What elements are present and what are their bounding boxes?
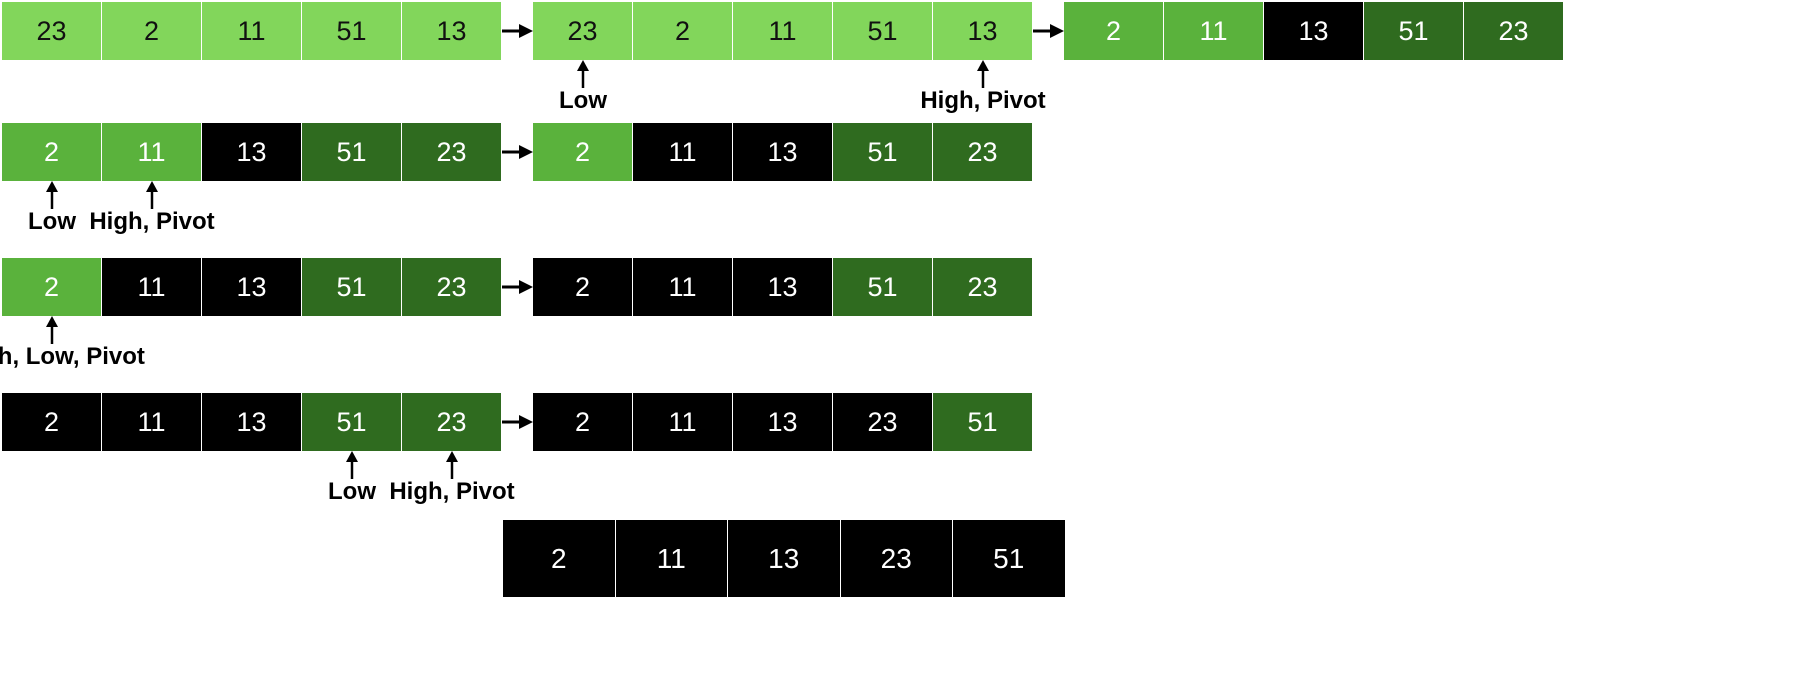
pointer-label: Low (559, 87, 607, 114)
pointer-arrow-icon (346, 451, 358, 479)
array-cell: 2 (2, 123, 102, 181)
pointer-arrow-icon (577, 60, 589, 88)
array-cell: 13 (402, 2, 502, 60)
array-cell: 13 (733, 258, 833, 316)
array-cell: 13 (728, 520, 841, 597)
pointer-arrow-icon (46, 316, 58, 344)
transition-arrow-icon (502, 280, 533, 294)
array-cell: 23 (533, 2, 633, 60)
pointer-label: High, Pivot (389, 478, 515, 505)
pointer-label: High, Pivot (89, 208, 215, 235)
pointer-label: High, Low, Pivot (0, 343, 145, 370)
array-cell: 13 (933, 2, 1033, 60)
array-cell: 2 (533, 258, 633, 316)
array-cell: 13 (202, 258, 302, 316)
array-cell: 23 (402, 123, 502, 181)
array-cell: 51 (302, 258, 402, 316)
array-cell: 11 (615, 520, 728, 597)
array-cell: 13 (202, 393, 302, 451)
array-cell: 2 (533, 123, 633, 181)
array-cell: 2 (2, 393, 102, 451)
transition-arrow-icon (1033, 24, 1064, 38)
array-cell: 23 (833, 393, 933, 451)
pointer-arrow-icon (46, 181, 58, 209)
array-cell: 13 (1264, 2, 1364, 60)
array-cell: 51 (833, 2, 933, 60)
array-cell: 23 (2, 2, 102, 60)
array-cell: 23 (1464, 2, 1564, 60)
pointer-arrow-icon (977, 60, 989, 88)
array-cell: 51 (833, 123, 933, 181)
transition-arrow-icon (502, 24, 533, 38)
array-cell: 2 (633, 2, 733, 60)
array-cell: 51 (302, 393, 402, 451)
array-cell: 2 (102, 2, 202, 60)
array-cell: 23 (933, 258, 1033, 316)
pointer-label: Low (328, 478, 376, 505)
array-cell: 11 (733, 2, 833, 60)
transition-arrow-icon (502, 145, 533, 159)
pointer-arrow-icon (146, 181, 158, 209)
array-cell: 11 (633, 393, 733, 451)
array-cell: 51 (302, 123, 402, 181)
array-cell: 11 (202, 2, 302, 60)
array-cell: 11 (1164, 2, 1264, 60)
array-cell: 23 (402, 258, 502, 316)
array-cell: 23 (933, 123, 1033, 181)
array-cell: 11 (633, 258, 733, 316)
pointer-arrow-icon (446, 451, 458, 479)
array-cell: 23 (840, 520, 953, 597)
array-cell: 11 (102, 258, 202, 316)
array-cell: 11 (633, 123, 733, 181)
array-cell: 11 (102, 393, 202, 451)
array-cell: 13 (202, 123, 302, 181)
array-cell: 13 (733, 123, 833, 181)
array-cell: 2 (1064, 2, 1164, 60)
array-cell: 2 (2, 258, 102, 316)
array-cell: 51 (302, 2, 402, 60)
array-cell: 51 (833, 258, 933, 316)
array-cell: 11 (102, 123, 202, 181)
pointer-label: Low (28, 208, 76, 235)
array-cell: 51 (933, 393, 1033, 451)
array-cell: 2 (533, 393, 633, 451)
array-cell: 2 (503, 520, 616, 597)
array-cell: 51 (953, 520, 1066, 597)
array-cell: 13 (733, 393, 833, 451)
array-cell: 51 (1364, 2, 1464, 60)
pointer-label: High, Pivot (920, 87, 1046, 114)
transition-arrow-icon (502, 415, 533, 429)
array-cell: 23 (402, 393, 502, 451)
